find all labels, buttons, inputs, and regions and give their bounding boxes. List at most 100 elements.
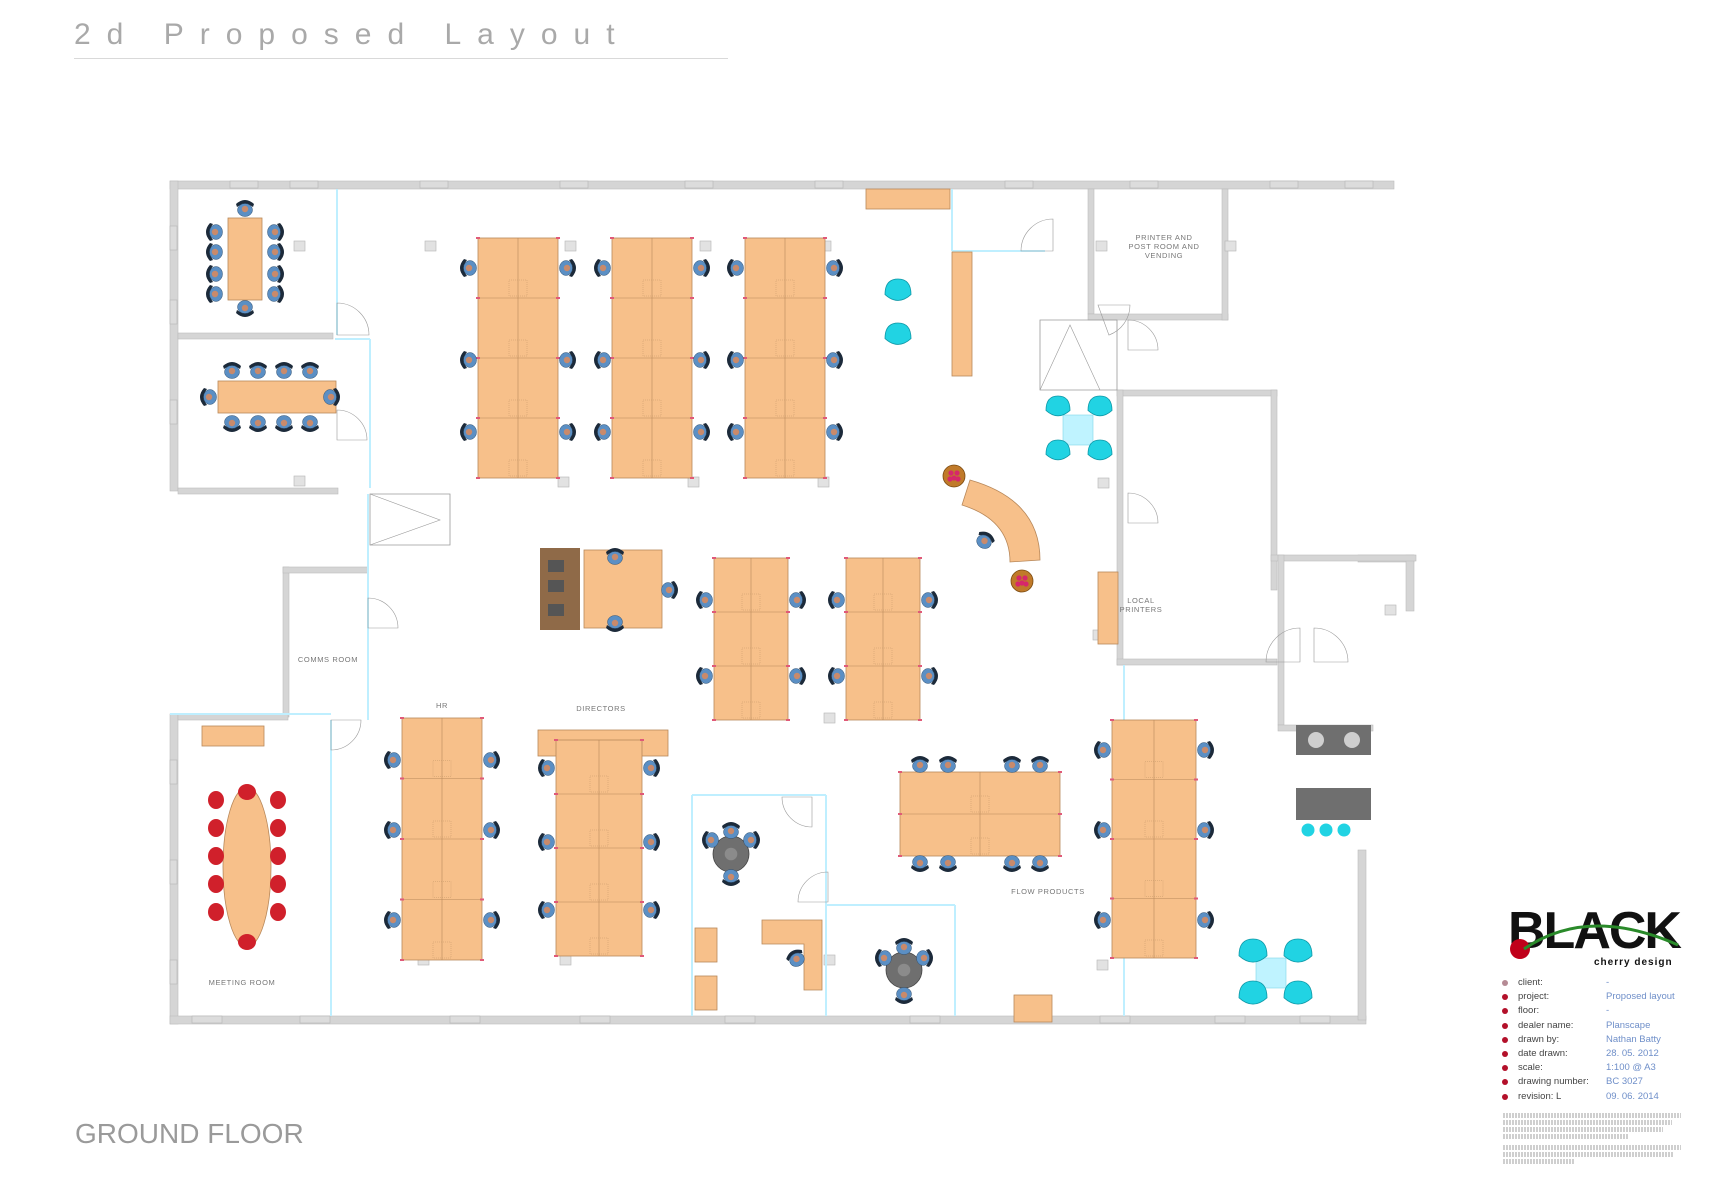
person-head xyxy=(205,393,213,401)
task-chair xyxy=(661,581,678,599)
desk-leg xyxy=(640,847,644,849)
person-head xyxy=(707,836,715,844)
wall-segment xyxy=(177,487,339,495)
task-chair xyxy=(200,388,217,406)
person-head xyxy=(241,205,249,213)
desk-leg xyxy=(690,417,694,419)
person-head xyxy=(727,827,735,835)
title-block-value: 28. 05. 2012 xyxy=(1606,1047,1659,1059)
person-head xyxy=(727,873,735,881)
desk-leg xyxy=(844,557,848,559)
meeting-chair xyxy=(208,903,224,921)
desk-leg xyxy=(918,611,922,613)
person-head xyxy=(793,596,801,604)
bar-stool xyxy=(1337,823,1351,837)
bar-stool xyxy=(1319,823,1333,837)
column xyxy=(293,475,306,487)
person-head xyxy=(793,955,800,963)
desk-leg xyxy=(823,297,827,299)
task-chair xyxy=(384,751,401,769)
column xyxy=(823,712,836,724)
person-head xyxy=(944,761,952,769)
door-swing xyxy=(1313,627,1349,663)
desk-leg xyxy=(556,477,560,479)
desk-pedestal xyxy=(432,881,452,898)
bullet-icon xyxy=(1502,1036,1508,1043)
desk-leg xyxy=(786,665,790,667)
task-chair xyxy=(789,667,806,685)
desk-leg xyxy=(554,847,558,849)
column xyxy=(823,954,836,966)
title-block-row: drawn by:Nathan Batty xyxy=(1500,1034,1690,1048)
person-head xyxy=(1099,746,1107,754)
window-pier xyxy=(814,180,844,189)
desk-leg xyxy=(898,813,902,815)
person-head xyxy=(1036,761,1044,769)
desk-leg xyxy=(712,611,716,613)
wall-segment xyxy=(1116,658,1278,666)
soft-seat xyxy=(884,278,912,301)
desk-leg xyxy=(554,739,558,741)
cherry-icon xyxy=(1510,939,1530,959)
task-chair xyxy=(206,265,223,283)
task-chair xyxy=(976,531,995,549)
desk-leg xyxy=(1110,778,1114,781)
desk-leg xyxy=(640,793,644,795)
door-swing xyxy=(797,871,829,903)
desk-pedestal xyxy=(741,593,761,611)
desk-leg xyxy=(712,557,716,559)
desk-leg xyxy=(610,417,614,419)
desk-leg xyxy=(1110,897,1114,900)
column xyxy=(564,240,577,252)
door-swing xyxy=(1265,627,1301,663)
desk-leg xyxy=(743,477,747,479)
person-head xyxy=(254,419,262,427)
person-head xyxy=(747,836,755,844)
desk-pedestal xyxy=(775,459,795,477)
table-centre xyxy=(724,847,738,861)
plant-flower xyxy=(1022,575,1028,581)
task-chair xyxy=(594,259,611,277)
task-chair xyxy=(643,833,660,851)
pc-monitor xyxy=(548,560,564,572)
task-chair xyxy=(643,759,660,777)
title-block-label: project: xyxy=(1518,991,1550,1003)
bullet-icon xyxy=(1502,1093,1508,1100)
title-block-value: 1:100 @ A3 xyxy=(1606,1062,1656,1074)
desk-bank xyxy=(898,771,1062,857)
printer-room-line-3: VENDING xyxy=(1145,251,1183,260)
person-head xyxy=(487,756,495,764)
task-chair xyxy=(460,423,477,441)
desk-leg xyxy=(480,959,484,961)
window-pier xyxy=(169,225,178,251)
desk-leg xyxy=(898,771,902,773)
table-centre xyxy=(897,963,911,977)
desk-leg xyxy=(640,901,644,903)
desk-leg xyxy=(1194,957,1198,959)
desk-pedestal xyxy=(1144,939,1164,957)
task-chair xyxy=(559,259,576,277)
desk-pedestal xyxy=(775,399,795,417)
doors xyxy=(330,218,1349,903)
person-head xyxy=(925,672,933,680)
task-chair xyxy=(1197,821,1214,839)
task-chair xyxy=(384,821,401,839)
desk-leg xyxy=(743,417,747,419)
fineprint-notes xyxy=(1503,1113,1681,1164)
task-chair xyxy=(1197,911,1214,929)
task-chair xyxy=(696,591,713,609)
plant-flower xyxy=(951,475,957,481)
task-chair xyxy=(236,300,254,317)
bullet-icon xyxy=(1502,1065,1508,1072)
desk-leg xyxy=(556,237,560,239)
floor-label: GROUND FLOOR xyxy=(75,1118,304,1149)
person-head xyxy=(327,393,335,401)
person-head xyxy=(563,264,571,272)
desk-pedestal xyxy=(589,937,609,955)
task-chair xyxy=(921,591,938,609)
wall-segment xyxy=(1087,313,1229,321)
desk-pedestal xyxy=(642,399,662,417)
door-swing xyxy=(336,409,368,441)
task-chair xyxy=(1031,855,1049,872)
